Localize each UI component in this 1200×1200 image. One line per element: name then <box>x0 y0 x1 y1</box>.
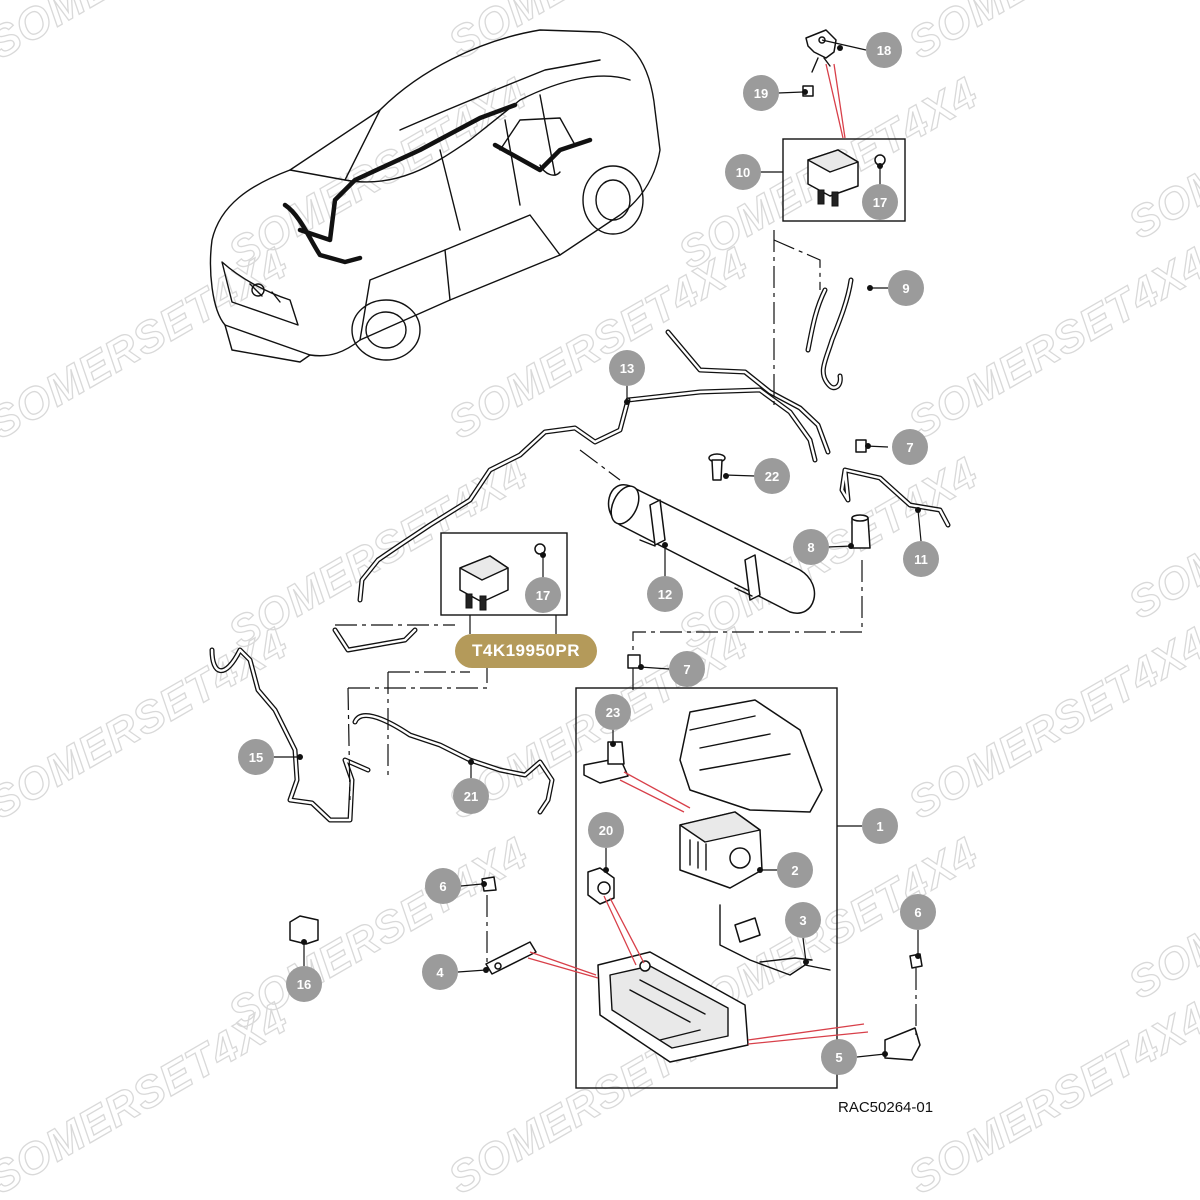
connector-7-upper <box>855 439 867 453</box>
valve-block-frame <box>440 532 568 616</box>
callout-7-lower[interactable]: 7 <box>669 651 705 687</box>
connection-lines <box>335 230 917 1040</box>
watermark: SOMERSET4X4 <box>0 993 296 1200</box>
bracket-4 <box>485 941 537 975</box>
watermark: SOMERSET4X4 <box>0 618 296 829</box>
callout-3[interactable]: 3 <box>785 902 821 938</box>
callout-17-lower[interactable]: 17 <box>525 577 561 613</box>
watermark: SOMERSET4X4 <box>901 238 1200 449</box>
watermark: SOMERSET4X4 <box>901 0 1200 69</box>
bracket-20 <box>587 867 615 905</box>
svg-text:3: 3 <box>799 913 806 928</box>
svg-text:10: 10 <box>736 165 750 180</box>
svg-text:2: 2 <box>791 863 798 878</box>
compressor-mounting-tray <box>597 951 749 1063</box>
svg-text:8: 8 <box>807 540 814 555</box>
air-compressor <box>679 811 763 889</box>
callout-17-upper[interactable]: 17 <box>862 184 898 220</box>
watermark: SOMERSET4X4 <box>0 238 296 449</box>
watermark: SOMERSET4X4 <box>441 238 757 449</box>
callout-12[interactable]: 12 <box>647 576 683 612</box>
svg-text:16: 16 <box>297 977 311 992</box>
watermark: SOMERSET4X4 <box>441 0 757 69</box>
compressor-assembly-frame <box>575 687 838 1089</box>
svg-text:5: 5 <box>835 1050 842 1065</box>
watermark: SOMERSET4X4 <box>901 993 1200 1200</box>
callout-19[interactable]: 19 <box>743 75 779 111</box>
callout-15[interactable]: 15 <box>238 739 274 775</box>
callout-6-right[interactable]: 6 <box>900 894 936 930</box>
leader-lines <box>274 39 922 1058</box>
callout-20[interactable]: 20 <box>588 812 624 848</box>
callout-1[interactable]: 1 <box>862 808 898 844</box>
callout-6-left[interactable]: 6 <box>425 868 461 904</box>
svg-text:1: 1 <box>876 819 883 834</box>
pipe-21 <box>332 627 555 815</box>
svg-text:11: 11 <box>914 552 928 567</box>
nut-6-left <box>481 876 497 892</box>
callout-18[interactable]: 18 <box>866 32 902 68</box>
svg-text:19: 19 <box>754 86 768 101</box>
svg-text:21: 21 <box>464 789 478 804</box>
svg-text:17: 17 <box>536 588 550 603</box>
callout-5[interactable]: 5 <box>821 1039 857 1075</box>
callout-4[interactable]: 4 <box>422 954 458 990</box>
connector-8 <box>851 514 871 549</box>
pipe-9 <box>805 277 854 391</box>
clip-16 <box>289 915 319 945</box>
sensor-23 <box>583 741 629 784</box>
red-leader-lines <box>527 63 869 1045</box>
vehicle-locator-illustration <box>209 29 661 363</box>
valve-block-lower <box>459 543 546 611</box>
svg-text:22: 22 <box>765 469 779 484</box>
diagram-reference-code: RAC50264-01 <box>838 1099 934 1116</box>
compressor-cover <box>679 699 823 813</box>
part-number-badge[interactable]: T4K19950PR <box>455 634 597 668</box>
svg-text:12: 12 <box>658 587 672 602</box>
callout-dots <box>297 45 921 1057</box>
callout-13[interactable]: 13 <box>609 350 645 386</box>
callout-8[interactable]: 8 <box>793 529 829 565</box>
svg-text:7: 7 <box>906 440 913 455</box>
svg-text:9: 9 <box>902 281 909 296</box>
pipe-11 <box>839 467 951 528</box>
callout-2[interactable]: 2 <box>777 852 813 888</box>
pipe-15 <box>209 647 371 823</box>
svg-text:6: 6 <box>914 905 921 920</box>
pipe-13 <box>357 329 831 603</box>
callout-16[interactable]: 16 <box>286 966 322 1002</box>
watermark: SOMERSET4X4 <box>0 0 296 69</box>
callout-10[interactable]: 10 <box>725 154 761 190</box>
svg-text:15: 15 <box>249 750 263 765</box>
svg-text:7: 7 <box>683 662 690 677</box>
svg-text:4: 4 <box>436 965 444 980</box>
callout-22[interactable]: 22 <box>754 458 790 494</box>
callout-23[interactable]: 23 <box>595 694 631 730</box>
svg-text:6: 6 <box>439 879 446 894</box>
callout-9[interactable]: 9 <box>888 270 924 306</box>
callout-21[interactable]: 21 <box>453 778 489 814</box>
svg-text:20: 20 <box>599 823 613 838</box>
mounting-stud <box>708 453 726 481</box>
mounting-bracket <box>805 29 837 73</box>
svg-text:13: 13 <box>620 361 634 376</box>
svg-text:23: 23 <box>606 705 620 720</box>
valve-block-frame <box>782 138 906 222</box>
callout-11[interactable]: 11 <box>903 541 939 577</box>
bracket-5 <box>884 1027 921 1061</box>
watermark: SOMERSET4X4 <box>901 618 1200 829</box>
callout-7-upper[interactable]: 7 <box>892 429 928 465</box>
watermark: SOMERSET4X4 <box>1121 38 1200 249</box>
svg-text:17: 17 <box>873 195 887 210</box>
svg-text:18: 18 <box>877 43 891 58</box>
watermark: SOMERSET4X4 <box>1121 798 1200 1009</box>
watermark: SOMERSET4X4 <box>1121 418 1200 629</box>
air-reservoir <box>607 484 816 614</box>
